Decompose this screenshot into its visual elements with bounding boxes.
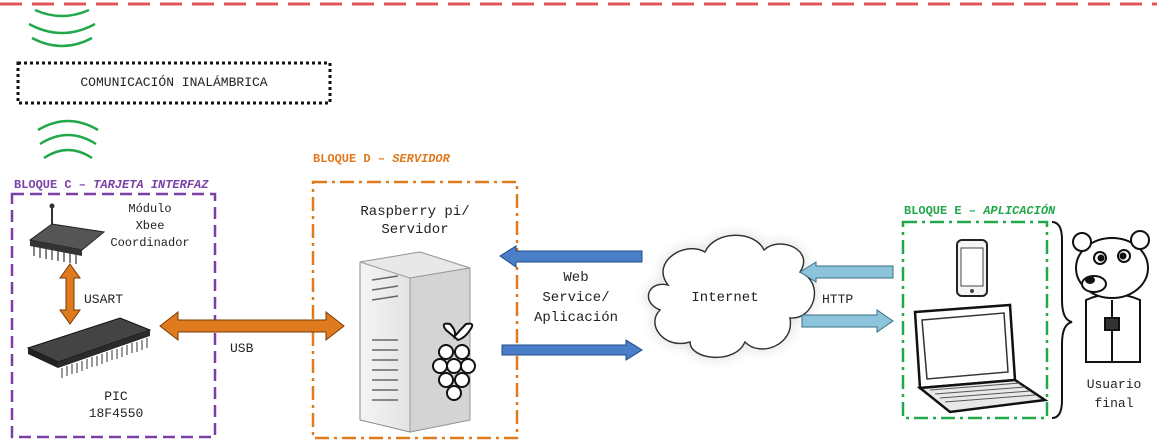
block-d-title: BLOQUE D – SERVIDOR <box>313 152 450 166</box>
user-brace <box>1051 221 1073 419</box>
block-c-title-prefix: BLOQUE C – <box>14 178 94 192</box>
block-e-title-prefix: BLOQUE E – <box>904 204 984 218</box>
xbee-chip-icon <box>28 203 106 264</box>
block-e-title: BLOQUE E – APLICACIÓN <box>904 204 1055 218</box>
usb-arrow <box>159 310 345 342</box>
block-d-title-prefix: BLOQUE D – <box>313 152 393 166</box>
block-d-title-name: SERVIDOR <box>392 152 450 166</box>
internet-label: Internet <box>691 290 759 306</box>
internet-cloud-icon <box>647 234 816 359</box>
server-tower-icon <box>359 251 471 433</box>
pic-chip-icon <box>26 317 152 378</box>
web-service-arrow-in <box>499 245 643 268</box>
block-e-title-name: APLICACIÓN <box>983 204 1056 218</box>
web-service-arrow-out <box>501 339 643 361</box>
block-c-frame <box>10 192 217 439</box>
web-service-line2: Service/ <box>542 290 610 306</box>
raspberry-pi-logo-icon <box>432 322 476 401</box>
usart-arrow <box>59 263 81 325</box>
web-service-line1: Web <box>563 270 589 286</box>
web-service-label: Web Service/ Aplicación <box>510 268 642 328</box>
wireless-label: COMUNICACIÓN INALÁMBRICA <box>80 75 268 90</box>
web-service-line3: Aplicación <box>533 310 618 326</box>
wireless-box <box>16 61 332 105</box>
pic-label-line2: 18F4550 <box>88 406 144 421</box>
server-label-line2: Servidor <box>381 222 449 238</box>
server-label-line1: Raspberry pi/ <box>360 204 470 220</box>
xbee-label-line2: Xbee <box>135 219 165 233</box>
laptop-icon <box>913 303 1049 414</box>
http-arrow-out <box>801 309 894 333</box>
usb-label: USB <box>230 341 254 356</box>
server-label: Raspberry pi/ Servidor <box>330 203 500 239</box>
block-c-title: BLOQUE C – TARJETA INTERFAZ <box>14 178 208 192</box>
user-label-line1: Usuario <box>1086 377 1142 392</box>
xbee-label-line3: Coordinador <box>110 236 190 250</box>
http-arrow-in <box>799 261 894 283</box>
xbee-label: Módulo Xbee Coordinador <box>98 201 202 252</box>
block-e-frame <box>901 220 1049 420</box>
pic-label: PIC 18F4550 <box>70 388 162 422</box>
block-c-title-name: TARJETA INTERFAZ <box>93 178 209 192</box>
pic-label-line1: PIC <box>104 389 128 404</box>
smartphone-icon <box>956 239 988 297</box>
user-label: Usuario final <box>1074 375 1154 413</box>
user-label-line2: final <box>1094 396 1134 411</box>
usart-label: USART <box>84 292 124 307</box>
xbee-label-line1: Módulo <box>128 202 172 216</box>
block-d-frame <box>311 180 519 440</box>
http-label: HTTP <box>822 292 854 307</box>
wireless-bottom-icon <box>37 119 99 160</box>
end-user-character-icon <box>1072 230 1150 363</box>
wireless-top-icon <box>28 8 96 48</box>
